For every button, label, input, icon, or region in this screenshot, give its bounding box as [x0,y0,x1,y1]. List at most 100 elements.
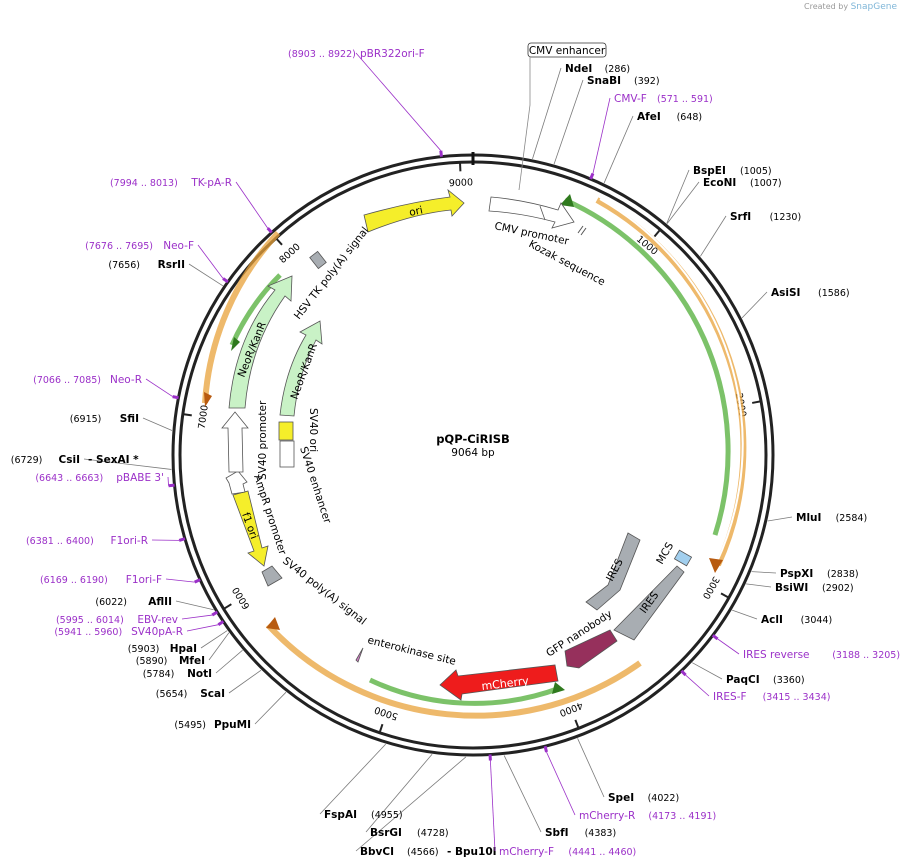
site-leader [553,79,584,165]
feature-enterokinase [355,647,364,663]
site-leader [319,743,387,815]
feature-neokanr-a [279,320,323,417]
kozak-marker [577,225,584,234]
site-leader [254,691,287,725]
credit-prefix: Created by [804,2,849,11]
restriction-site: AclI (3044) [761,614,832,626]
restriction-site: SpeI (4022) [608,792,679,804]
site-name: SrfI [730,211,751,223]
feature-sv40-promoter-label: SV40 promoter [257,400,269,480]
site-name: BspEI [693,165,726,177]
primer-position: (4441 .. 4460) [568,847,636,858]
orf-arcs [202,194,747,719]
feature-ires-a [585,532,641,611]
site-position: (4022) [648,793,680,804]
site-position: (7656) [108,260,140,271]
restriction-site: BsiWI(2902) [775,582,854,594]
site-name: BsiWI [775,582,808,594]
site-position: (5903) [128,644,160,655]
site-position: (648) [677,112,703,123]
primer-name: Neo-F [163,240,194,252]
feature-sv40-ori [278,421,294,441]
primer-position: (6381 .. 6400) [26,536,94,547]
primer-position: (8903 .. 8922) [288,49,356,60]
primer-position: (4173 .. 4191) [648,811,716,822]
tick-label: 9000 [449,177,474,189]
restriction-site: PspXI(2838) [780,568,859,580]
site-name: SpeI [608,792,634,804]
orf-arc-lower [265,622,642,719]
restriction-site: HpaI(5903) [128,643,197,655]
restriction-site: BsrGI (4728) [370,827,449,839]
site-name: PaqCI [726,674,760,686]
primer-leader [355,52,442,151]
site-leader [577,738,605,798]
features: ori CMV promoter Kozak sequence CMV enha… [221,42,693,701]
site-leader [228,669,262,694]
orf-arc-neo-green-arrow [231,337,240,351]
restriction-site: AsiSI(1586) [771,287,850,299]
primer-position: (5995 .. 6014) [56,615,124,626]
site-name: AclI [761,614,783,626]
site-name: EcoNI [703,177,736,189]
primer-position: (7066 .. 7085) [33,375,101,386]
restriction-site: AflII(6022) [95,596,172,608]
site-name: AflII [148,596,172,608]
site-position: (1007) [750,178,782,189]
restriction-site: ScaI(5654) [156,688,225,700]
site-leader [666,169,690,224]
cmv-promoter-divider [539,205,546,221]
primer-position: (6169 .. 6190) [40,575,108,586]
site-position: (4728) [417,828,449,839]
site-position: (3044) [801,615,833,626]
site-leader [83,458,172,470]
restriction-site: MfeI(5890) [136,655,205,667]
restriction-site: CsiI(6729)- SexAI * [11,454,139,466]
site-position: (286) [605,64,631,75]
tick-mark [752,400,762,404]
restriction-sites: NdeI(286)SnaBI(392)AfeI(648)BspEI(1005)E… [11,63,867,858]
feature-sv40-promoter [221,411,249,473]
site-name: AsiSI [771,287,800,299]
primer-name: F1ori-R [111,535,148,547]
site-leader [532,67,562,160]
primer: CMV-F(571 .. 591) [614,93,713,105]
restriction-site: PpuMI(5495) [174,719,251,731]
site-name: SnaBI [587,75,621,87]
tick-label: 7000 [197,404,211,429]
primer-position: (7676 .. 7695) [85,241,153,252]
feature-sv40-enhancer-label: SV40 enhancer [297,445,333,525]
restriction-site: NdeI(286) [565,63,630,75]
feature-enterokinase-label: enterokinase site [366,634,457,668]
primer-name: TK-pA-R [190,177,232,189]
site-leader [746,583,772,588]
primer-mark [543,745,548,753]
primer: F1ori-F(6169 .. 6190) [40,574,162,586]
site-leader [751,571,777,574]
restriction-site: MluI(2584) [796,512,867,524]
site-leader [503,755,542,833]
primer: pBR322ori-F(8903 .. 8922) [288,48,425,60]
primer-leader [717,638,740,655]
site-name: NotI [187,668,212,680]
primer-position: (571 .. 591) [657,94,713,105]
feature-mcherry [439,664,559,701]
orf-arc-lower-green [368,677,561,706]
primer: IRES-F(3415 .. 3434) [713,691,830,703]
tick-mark [574,719,580,729]
feature-ori [363,188,465,233]
primer: IRES reverse(3188 .. 3205) [743,649,900,661]
primer: Neo-F (7676 .. 7695) [85,240,194,252]
primer-mark [711,634,719,641]
primer-name: pBABE 3' [116,472,164,484]
feature-hsv-tk [309,250,327,270]
feature-hsv-tk-label: HSV TK poly(A) signal [292,225,371,322]
site-name: MfeI [179,655,205,667]
restriction-site: SnaBI(392) [587,75,660,87]
feature-ampr-promoter [225,470,248,495]
site-position: (4383) [585,828,617,839]
primer-leader [186,624,219,632]
site-name: AfeI [637,111,661,123]
tick-mark [653,228,661,238]
site-name: BsrGI [370,827,402,839]
